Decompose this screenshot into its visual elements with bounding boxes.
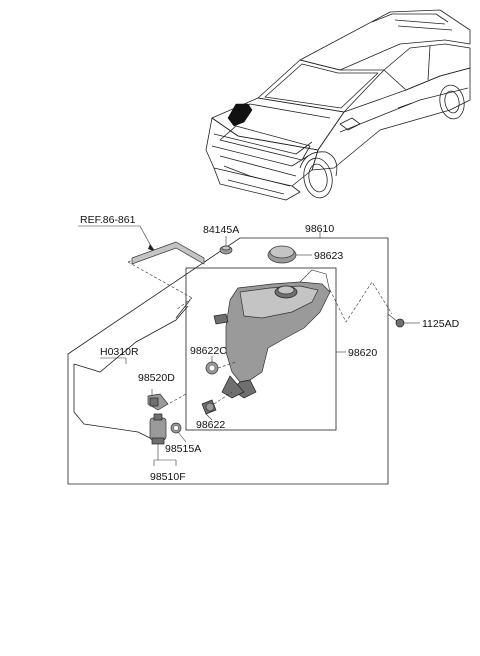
filler-cap-98623 bbox=[267, 245, 312, 264]
hood-seal-ref bbox=[78, 225, 207, 311]
label-1125AD: 1125AD bbox=[422, 318, 460, 330]
label-98622: 98622 bbox=[196, 419, 225, 431]
label-ref: REF.86-861 bbox=[80, 214, 136, 226]
washer-pump-98510F bbox=[149, 413, 167, 460]
vehicle-illustration bbox=[205, 9, 471, 201]
label-98622C: 98622C bbox=[190, 345, 227, 357]
reservoir-frame bbox=[185, 267, 337, 431]
reservoir-location-marker bbox=[227, 103, 253, 127]
label-98510F: 98510F bbox=[150, 471, 186, 483]
label-98515A: 98515A bbox=[165, 443, 201, 455]
hose-H0310R bbox=[73, 299, 191, 439]
label-84145A: 84145A bbox=[203, 224, 239, 236]
label-98520D: 98520D bbox=[138, 372, 175, 384]
seal-98622 bbox=[201, 391, 233, 415]
label-98620: 98620 bbox=[348, 347, 377, 359]
label-98623: 98623 bbox=[314, 250, 343, 262]
label-98610: 98610 bbox=[305, 223, 334, 235]
grommet-84145A bbox=[219, 245, 233, 255]
label-H0310R: H0310R bbox=[100, 346, 139, 358]
grommet-98515A bbox=[170, 422, 187, 443]
washer-reservoir bbox=[213, 269, 331, 399]
bolt-1125AD bbox=[329, 281, 420, 328]
pump-connector-98520D bbox=[147, 393, 187, 411]
assembly-frame bbox=[67, 237, 389, 485]
